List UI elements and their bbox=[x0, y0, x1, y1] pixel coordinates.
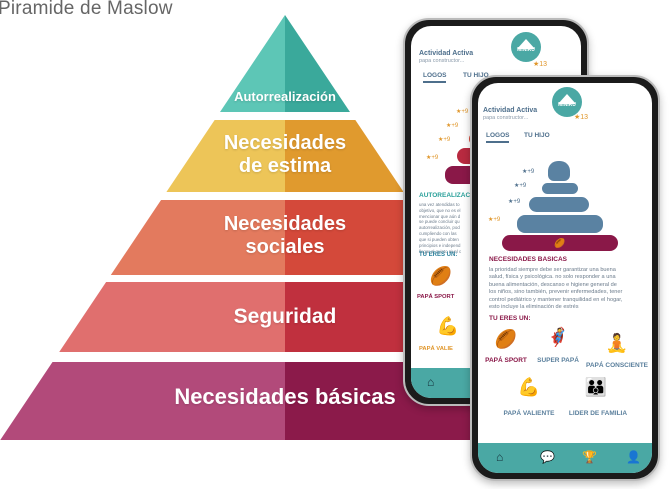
home-icon[interactable]: ⌂ bbox=[427, 375, 435, 389]
pyramid-level-3-left bbox=[110, 200, 285, 275]
pyramid-level-1-right bbox=[285, 15, 350, 112]
star-count: ★13 bbox=[533, 61, 548, 68]
desc-line: control pediátrico y mantener tranquilid… bbox=[489, 296, 623, 303]
desc-line: esto incluye la eliminación de estrés bbox=[489, 303, 579, 310]
level-label-autorrealizacion: Autorrealización bbox=[234, 89, 336, 104]
level-label-seguridad: Seguridad bbox=[233, 305, 337, 328]
gain-label: ★+9 bbox=[446, 123, 459, 129]
desc-line: que si pueden obten bbox=[419, 236, 459, 242]
meditation-icon[interactable]: 🧘 bbox=[605, 333, 629, 353]
pyramid-level-4-left bbox=[59, 282, 286, 352]
type-papa-consciente[interactable]: PAPÁ CONSCIENTE bbox=[586, 362, 648, 369]
front-phone: MINIRU ★13 Actividad Activa papa constru… bbox=[470, 75, 660, 481]
chat-icon[interactable]: 💬 bbox=[540, 450, 555, 464]
type-papa-valiente[interactable]: PAPÁ VALIENTE bbox=[503, 410, 555, 417]
rugby-ball-icon: 🏉 bbox=[502, 235, 618, 251]
activity-subtitle: papa constructor... bbox=[419, 58, 465, 64]
label-line: de estima bbox=[238, 155, 332, 177]
bottom-nav: ⌂ 💬 🏆 👤 bbox=[478, 443, 652, 473]
star-count: ★13 bbox=[574, 114, 589, 121]
label-line: Necesidades bbox=[223, 213, 347, 235]
tab-logos[interactable]: LOGOS bbox=[486, 132, 510, 143]
pyramid-level-5-left bbox=[0, 362, 285, 440]
type-papa-sport[interactable]: PAPÁ SPORT bbox=[417, 294, 455, 300]
home-icon[interactable]: ⌂ bbox=[496, 450, 504, 464]
app-logo: MINIRU bbox=[511, 32, 541, 62]
profile-icon[interactable]: 👤 bbox=[626, 450, 641, 464]
section-description: la prioridad siempre debe ser garantizar… bbox=[489, 267, 622, 311]
gain-label: ★+9 bbox=[426, 155, 439, 161]
desc-line: salud, física y psicológica. no solo res… bbox=[489, 274, 616, 281]
tier bbox=[529, 197, 589, 212]
front-phone-screen: MINIRU ★13 Actividad Activa papa constru… bbox=[478, 83, 652, 473]
you-are-label: TU ERES UN: bbox=[489, 315, 531, 322]
desc-line: cumpliendo con las bbox=[419, 231, 457, 237]
tier bbox=[542, 183, 578, 194]
desc-line: buena alimentación, descanso e higiene g… bbox=[489, 281, 617, 288]
you-are-label: TU ERES UN: bbox=[419, 252, 458, 258]
desc-line: mencionar que aún d bbox=[419, 213, 461, 219]
pyramid-level-1-left bbox=[220, 15, 285, 112]
tab-logos[interactable]: LOGOS bbox=[423, 72, 447, 83]
gain-label: ★+9 bbox=[522, 169, 535, 175]
gain-label: ★+9 bbox=[438, 137, 451, 143]
gain-label: ★+9 bbox=[488, 217, 501, 223]
label-line: sociales bbox=[245, 236, 325, 258]
activity-subtitle: papa constructor... bbox=[483, 115, 529, 121]
tab-tu-hijo[interactable]: TU HIJO bbox=[463, 72, 489, 79]
desc-line: se puede concluir qu bbox=[419, 219, 460, 225]
type-papa-valiente[interactable]: PAPÁ VALIE bbox=[419, 346, 453, 352]
desc-line: principios e independ bbox=[419, 242, 461, 248]
gain-label: ★+9 bbox=[514, 183, 527, 189]
pyramid-level-2-left bbox=[166, 120, 285, 192]
level-label-basicas: Necesidades básicas bbox=[174, 384, 396, 409]
desc-line: objetivo, que no es el bbox=[419, 207, 461, 213]
tier bbox=[548, 161, 570, 181]
strong-person-icon[interactable]: 💪 bbox=[436, 316, 460, 336]
section-title: NECESIDADES BASICAS bbox=[489, 256, 568, 263]
superhero-icon[interactable]: 🦸 bbox=[546, 327, 570, 347]
desc-line: autorrealización, pod bbox=[419, 225, 460, 231]
label-line: Necesidades bbox=[223, 132, 347, 154]
gain-label: ★+9 bbox=[456, 109, 469, 115]
app-logo: MINIRU bbox=[552, 87, 582, 117]
desc-line: los niños, sino también, prevenir enferm… bbox=[489, 289, 623, 296]
strong-person-icon[interactable]: 💪 bbox=[517, 377, 541, 397]
tab-tu-hijo[interactable]: TU HIJO bbox=[524, 132, 550, 139]
rugby-ball-icon[interactable]: 🏉 bbox=[494, 329, 518, 349]
activity-title: Actividad Activa bbox=[419, 50, 474, 57]
rugby-ball-icon[interactable]: 🏉 bbox=[429, 266, 453, 286]
type-super-papa[interactable]: SUPER PAPÁ bbox=[537, 357, 579, 364]
desc-line: una vez atendidas to bbox=[419, 202, 460, 207]
family-group-icon[interactable]: 👪 bbox=[584, 377, 608, 397]
desc-line: llegar al quinto nivel c bbox=[419, 248, 462, 254]
trophy-icon[interactable]: 🏆 bbox=[582, 450, 597, 464]
page-title: Piramide de Maslow bbox=[0, 0, 173, 19]
gain-label: ★+9 bbox=[508, 199, 521, 205]
activity-title: Actividad Activa bbox=[483, 107, 538, 114]
desc-line: la prioridad siempre debe ser garantizar… bbox=[489, 267, 616, 273]
tier bbox=[517, 215, 603, 233]
type-papa-sport[interactable]: PAPÁ SPORT bbox=[485, 357, 527, 364]
section-title: AUTOREALIZAC bbox=[419, 192, 471, 199]
pyramid-level-2-right bbox=[285, 120, 404, 192]
type-lider-de-familia[interactable]: LIDER DE FAMILIA bbox=[568, 410, 628, 417]
